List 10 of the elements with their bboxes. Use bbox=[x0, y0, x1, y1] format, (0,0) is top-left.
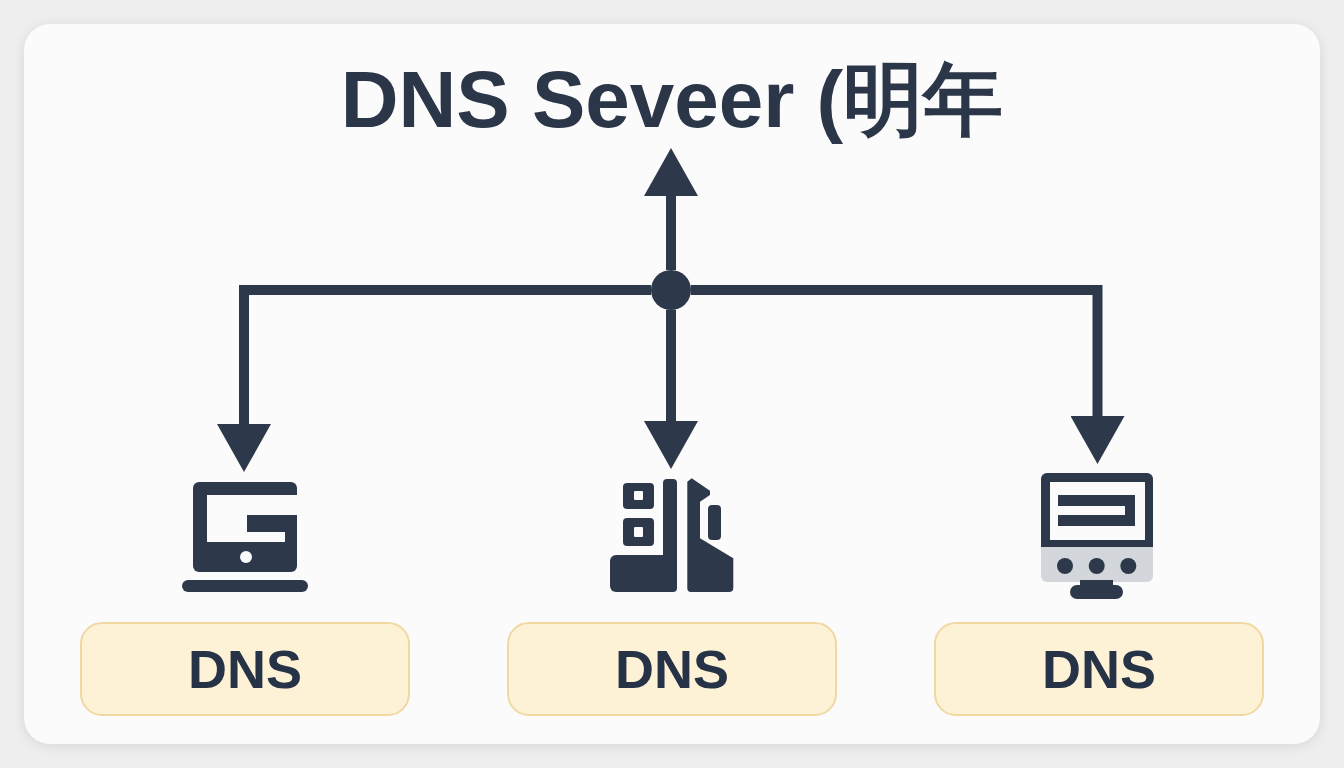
label-box: DNS bbox=[80, 622, 410, 716]
arrow bbox=[644, 310, 698, 469]
label-box: DNS bbox=[934, 622, 1264, 716]
label-box: DNS bbox=[507, 622, 837, 716]
monitor-icon bbox=[1040, 472, 1155, 600]
arrow bbox=[644, 148, 698, 270]
laptop-icon bbox=[180, 480, 308, 594]
arrow bbox=[217, 285, 651, 472]
arrow bbox=[691, 285, 1125, 464]
building-icon bbox=[608, 477, 734, 594]
